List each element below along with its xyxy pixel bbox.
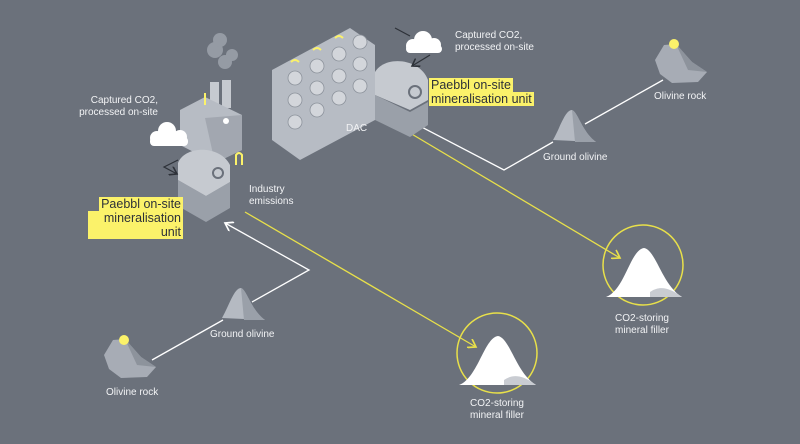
ground-olivine-pile-icon [553,110,596,142]
mineralisation-unit-label-dac: Paebbl on-site mineralisation unit [429,78,534,106]
label-line: Paebbl on-site [99,197,183,211]
mineral-filler-pile-icon [456,312,538,394]
label-line: Captured CO2, [90,95,158,106]
label-line: emissions [249,196,294,207]
label-line: CO2-storing [470,398,524,409]
mineralisation-unit-label-industry: Paebbl on-site mineralisation unit [88,197,183,239]
label-line: Captured CO2, [455,30,523,41]
label-line: mineralisation unit [429,92,534,106]
ground-olivine-label-industry: Ground olivine [210,329,275,340]
filler-output-arrow-bottom [244,211,476,347]
label-line: processed on-site [79,107,158,118]
cloud-icon [406,31,442,53]
label-line: mineralisation unit [88,211,183,239]
label-line: Paebbl on-site [429,78,513,92]
olivine-flow-bottom [151,223,311,361]
cloud-icon [150,122,188,146]
co2-flow-arrow [162,159,179,174]
label-line: CO2-storing [615,313,669,324]
dac-mineralisation-unit-icon [375,61,428,137]
ground-olivine-pile-icon [222,288,265,320]
olivine-rock-icon [104,335,156,378]
label-line: Industry [249,184,285,195]
olivine-rock-label-industry: Olivine rock [106,387,159,398]
co2-flow-arrow [412,54,431,66]
mineral-filler-pile-icon [602,224,684,306]
filler-output-arrow-right [409,132,620,258]
captured-co2-label-dac: Captured CO2, processed on-site [455,30,534,54]
ground-olivine-label-dac: Ground olivine [543,152,608,163]
olivine-rock-icon [655,39,707,83]
olivine-rock-label-dac: Olivine rock [654,91,707,102]
label-line: mineral filler [615,325,669,336]
olivine-flow-top [412,79,664,171]
label-line: processed on-site [455,42,534,53]
mineral-filler-label-dac: CO2-storing mineral filler [615,313,669,337]
factory-icon [180,33,242,163]
dac-array-icon [272,28,375,160]
mineral-filler-label-industry: CO2-storing mineral filler [470,398,524,422]
co2-flow-arrow [394,27,411,37]
dac-label: DAC [346,123,368,134]
industry-emissions-label: Industry emissions [249,184,293,208]
captured-co2-label-industry: Captured CO2, processed on-site [70,95,158,119]
label-line: mineral filler [470,410,524,421]
industry-mineralisation-unit-icon [178,149,243,222]
